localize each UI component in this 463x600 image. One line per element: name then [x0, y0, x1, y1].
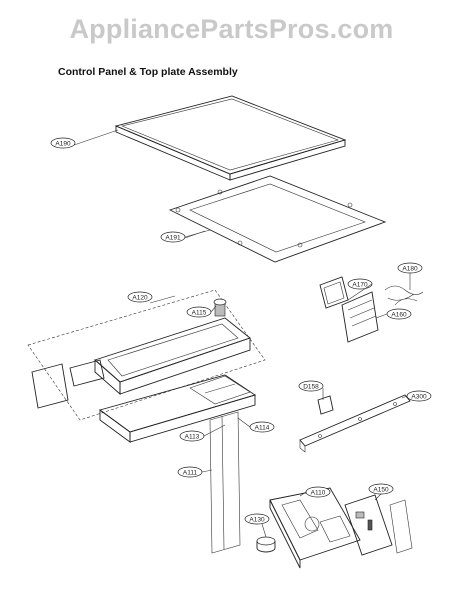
callout-a113-label: A113: [185, 433, 200, 440]
strap-part: [209, 411, 241, 554]
callout-a160-label: A160: [391, 311, 407, 318]
callout-a114: A114: [249, 421, 275, 433]
panel-housing-part: [94, 298, 251, 395]
callout-a180-label: A180: [402, 265, 418, 272]
callout-a130-label: A130: [249, 516, 265, 523]
callout-d158: D158: [298, 380, 324, 392]
callout-a111-label: A111: [183, 469, 198, 476]
circuit-board-part: [344, 494, 413, 556]
callout-a115-label: A115: [192, 309, 207, 316]
callout-a120: A120: [127, 291, 153, 303]
side-bracket-part: [31, 359, 105, 409]
callout-a300-label: A300: [411, 393, 427, 400]
callout-a170: A170: [347, 278, 373, 290]
callout-a110: A110: [305, 486, 331, 498]
callout-a160: A160: [386, 308, 412, 320]
callout-a190: A190: [50, 137, 76, 149]
callout-d158-label: D158: [303, 383, 319, 390]
knob-part: [256, 536, 276, 553]
control-panel-part: [269, 487, 361, 569]
lower-tray-part: [98, 374, 257, 443]
leader-lines: [184, 229, 411, 538]
callout-a191: A191: [160, 231, 186, 243]
callout-a113: A113: [179, 430, 205, 442]
callout-a114-label: A114: [255, 424, 270, 431]
clip-part: [317, 395, 334, 415]
control-assembly-group: [27, 289, 266, 421]
callout-a150-label: A150: [373, 486, 389, 493]
callout-a130: A130: [244, 513, 270, 525]
callout-a190-label: A190: [55, 140, 71, 147]
callout-a120-label: A120: [132, 294, 148, 301]
control-bar-part: [299, 394, 411, 453]
callout-a191-label: A191: [165, 234, 181, 241]
callout-a110-label: A110: [311, 489, 326, 496]
callout-a170-label: A170: [352, 281, 368, 288]
callout-a150: A150: [368, 483, 394, 495]
top-plate-part: [73, 95, 347, 181]
callout-a115: A115: [186, 306, 212, 318]
callout-a180: A180: [397, 262, 423, 274]
page-title: Control Panel & Top plate Assembly: [58, 66, 238, 78]
switch-bracket-part: [319, 276, 424, 343]
watermark-logo: AppliancePartsPros.com: [69, 14, 394, 44]
callout-a300: A300: [406, 390, 432, 402]
gasket-frame-part: [168, 175, 387, 263]
callout-a111: A111: [177, 466, 203, 478]
